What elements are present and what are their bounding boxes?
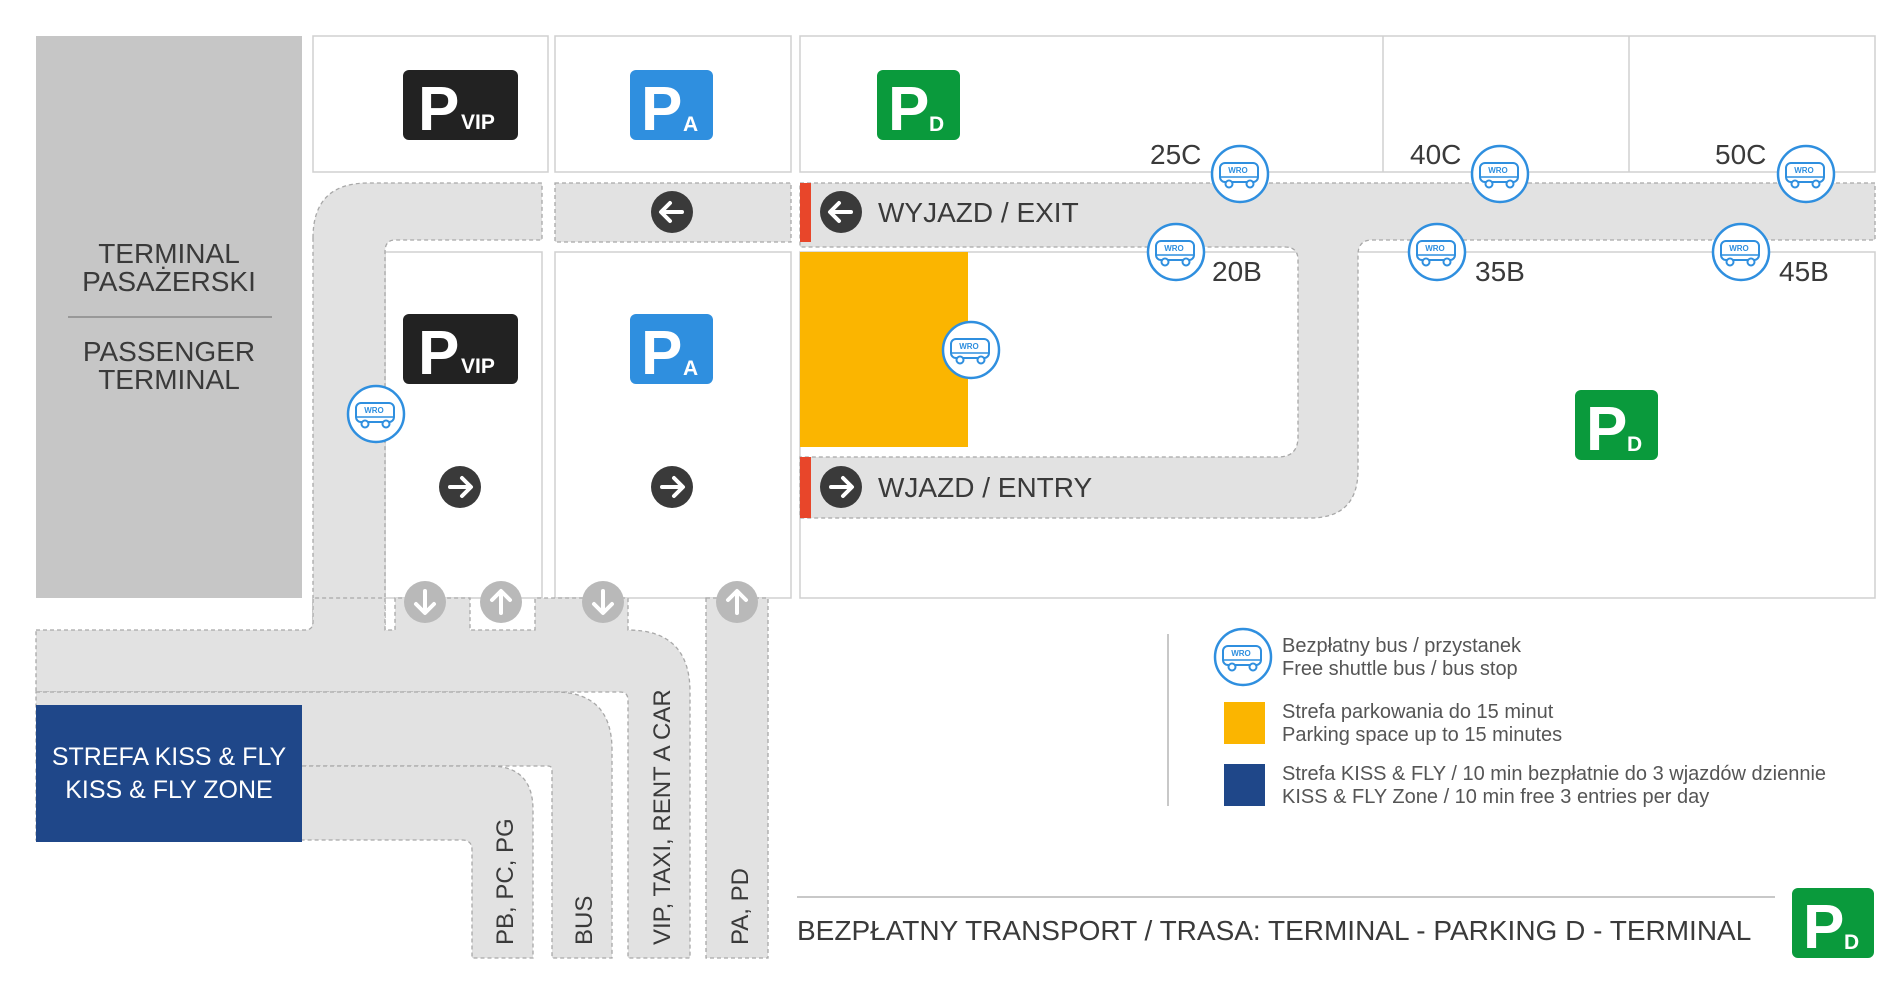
legend-short-stay-en: Parking space up to 15 minutes [1282,724,1562,746]
parking-sign-vip-top: P VIP [403,70,518,144]
bus-stop-label-45b: 45B [1779,256,1829,287]
kiss-fly-block [36,705,302,842]
svg-text:D: D [929,113,944,136]
kiss-fly-line2: KISS & FLY ZONE [65,776,272,804]
arrow-right-icon [437,464,483,510]
legend-bus-en: Free shuttle bus / bus stop [1282,658,1518,680]
svg-text:P: P [418,75,459,144]
lot-vip-main [384,251,543,599]
legend-short-stay-swatch [1224,702,1265,744]
svg-text:P: P [641,319,682,388]
lane-label-pb-pc-pg: PB, PC, PG [492,818,519,945]
short-stay-zone [800,252,968,447]
arrow-right-icon [818,464,864,510]
parking-sign-a-main: P A [630,314,713,388]
arrow-up-icon [714,579,760,625]
bus-stop-icon [1470,144,1530,204]
bus-stop-label-25c: 25C [1150,139,1201,170]
bus-stop-label-35b: 35B [1475,256,1525,287]
bus-stop-icon [941,320,1001,380]
legend-kiss-fly-en: KISS & FLY Zone / 10 min free 3 entries … [1282,786,1709,808]
entry-marker [800,457,811,518]
bus-stop-icon [1146,222,1206,282]
svg-text:P: P [418,319,459,388]
route-title: BEZPŁATNY TRANSPORT / TRASA: TERMINAL - … [797,915,1751,946]
lane-label-vip-taxi: VIP, TAXI, RENT A CAR [649,689,676,945]
road-exit-entry-loop [799,182,1876,519]
exit-marker [800,183,811,242]
svg-text:D: D [1627,433,1642,456]
legend-kiss-fly-pl: Strefa KISS & FLY / 10 min bezpłatnie do… [1282,763,1826,785]
parking-sign-a-top: P A [630,70,713,144]
terminal-en-line2: TERMINAL [98,364,240,395]
arrow-down-icon [402,579,448,625]
svg-text:P: P [888,75,929,144]
bus-stop-icon [1776,144,1836,204]
bus-stop-label-20b: 20B [1212,256,1262,287]
bus-stop-icon [1213,627,1273,687]
road-terminal-side [312,182,543,631]
arrow-right-icon [649,464,695,510]
terminal-pl-line2: PASAŻERSKI [82,266,256,297]
svg-text:P: P [1586,395,1627,464]
road-lower [35,597,691,959]
svg-text:D: D [1844,931,1859,954]
entry-label: WJAZD / ENTRY [878,472,1092,503]
arrow-down-icon [580,579,626,625]
svg-text:A: A [683,113,698,136]
svg-text:VIP: VIP [461,355,495,378]
parking-sign-d-top: P D [877,70,960,144]
parking-sign-vip-main: P VIP [403,314,518,388]
bus-stop-icon [1210,144,1270,204]
arrow-left-icon [818,189,864,235]
parking-sign-d-main: P D [1575,390,1658,464]
lane-label-bus: BUS [571,896,598,945]
legend-kiss-fly-swatch [1224,764,1265,806]
svg-text:P: P [641,75,682,144]
bus-stop-icon [346,384,406,444]
kiss-fly-zone: STREFA KISS & FLY KISS & FLY ZONE [36,705,302,842]
terminal-building: TERMINAL PASAŻERSKI PASSENGER TERMINAL [36,36,302,598]
legend: Bezpłatny bus / przystanek Free shuttle … [1167,627,1826,808]
lane-label-pa-pd: PA, PD [727,868,754,945]
parking-sign-d-footer: P D [1792,888,1874,962]
lane-pa-pd [705,597,769,959]
svg-text:VIP: VIP [461,111,495,134]
exit-label: WYJAZD / EXIT [878,197,1079,228]
bus-stop-icon [1407,222,1467,282]
legend-short-stay-pl: Strefa parkowania do 15 minut [1282,701,1554,723]
bus-stop-label-50c: 50C [1715,139,1766,170]
footer: BEZPŁATNY TRANSPORT / TRASA: TERMINAL - … [797,888,1874,962]
lot-d-top [799,35,1876,173]
arrow-left-icon [649,189,695,235]
terminal-pl-line1: TERMINAL [98,238,240,269]
arrow-up-icon [478,579,524,625]
svg-text:A: A [683,357,698,380]
legend-bus-pl: Bezpłatny bus / przystanek [1282,635,1522,657]
kiss-fly-line1: STREFA KISS & FLY [52,743,287,771]
bus-stop-icon [1711,222,1771,282]
terminal-en-line1: PASSENGER [83,336,255,367]
lot-a-main [554,251,792,599]
bus-stop-label-40c: 40C [1410,139,1461,170]
svg-text:P: P [1803,893,1844,962]
